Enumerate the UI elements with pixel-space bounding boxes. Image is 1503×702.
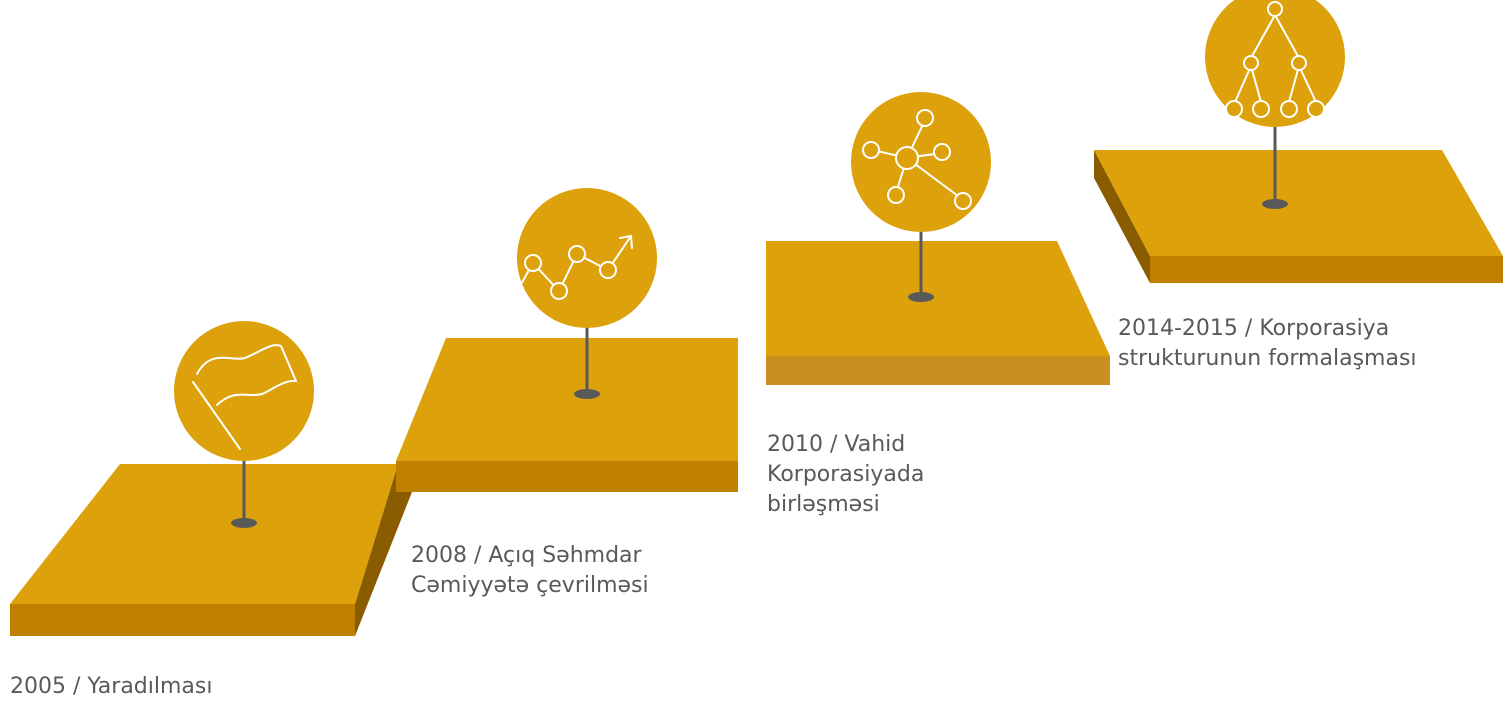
milestone-caption-2014-2015: 2014-2015 / Korporasiya strukturunun for… — [1118, 314, 1417, 374]
network-icon — [862, 109, 972, 210]
caption-line: Korporasiyada — [767, 462, 925, 487]
platform-2014-2015-side — [1094, 150, 1150, 283]
circle-2014-2015 — [1205, 0, 1345, 127]
platform-2014-2015-top — [1094, 150, 1503, 256]
platform-2005-front — [10, 604, 355, 636]
milestone-caption-2005: 2005 / Yaradılması — [10, 672, 212, 702]
platform-2005-side — [355, 464, 412, 636]
pin-2014-2015 — [1262, 126, 1288, 209]
pin-2005 — [231, 460, 257, 528]
milestone-caption-2008: 2008 / Açıq Səhmdar Cəmiyyətə çevrilməsi — [411, 541, 649, 601]
platform-2014-2015 — [1094, 150, 1503, 283]
caption-line: strukturunun formalaşması — [1118, 346, 1417, 371]
caption-line: 2005 / Yaradılması — [10, 674, 213, 699]
milestone-caption-2010: 2010 / Vahid Korporasiyada birləşməsi — [767, 430, 924, 520]
platform-2005-top — [10, 464, 398, 604]
caption-line: birləşməsi — [767, 492, 880, 517]
circle-2005 — [174, 321, 314, 461]
caption-line: 2014-2015 / Korporasiya — [1118, 316, 1390, 341]
platform-2005 — [10, 464, 412, 636]
platform-2008-top — [396, 338, 738, 461]
platform-2014-2015-front — [1150, 256, 1503, 283]
caption-line: 2008 / Açıq Səhmdar — [411, 543, 642, 568]
pin-2008 — [574, 325, 600, 399]
caption-line: Cəmiyyətə çevrilməsi — [411, 573, 649, 598]
platform-2008 — [396, 338, 738, 492]
platform-2008-front — [396, 461, 738, 492]
platform-2010 — [766, 241, 1110, 385]
pin-2010 — [908, 232, 934, 302]
hierarchy-icon — [1225, 1, 1325, 118]
growth-chart-icon — [519, 235, 633, 300]
platform-2010-top — [766, 241, 1110, 356]
caption-line: 2010 / Vahid — [767, 432, 906, 457]
flag-icon — [192, 344, 297, 450]
platform-2010-front — [766, 356, 1110, 385]
